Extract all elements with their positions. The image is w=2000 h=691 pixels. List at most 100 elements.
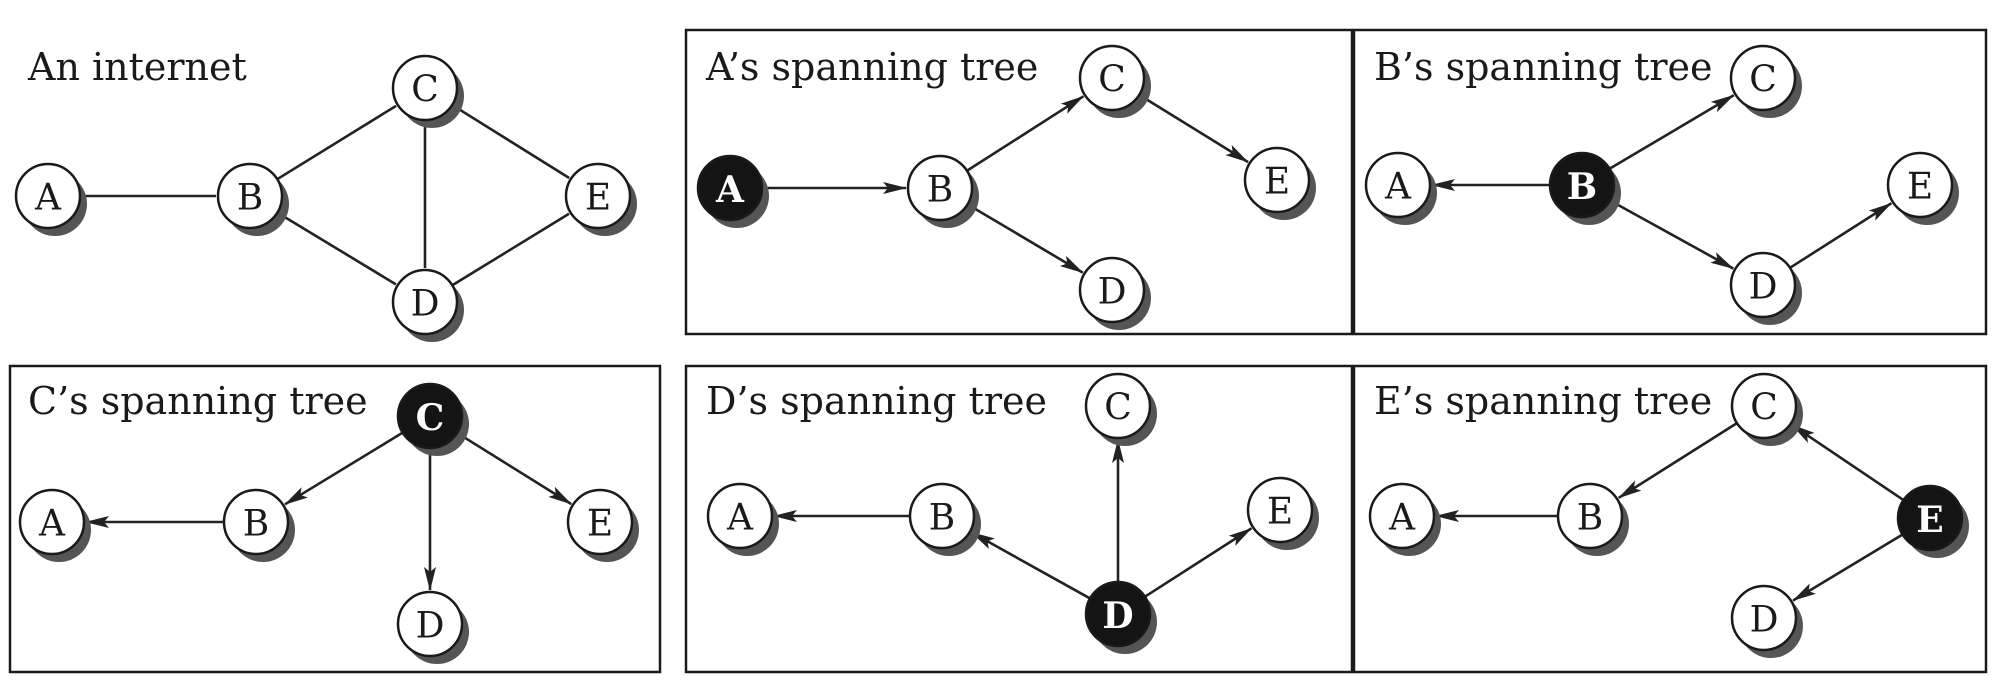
arrow-b-c [966,95,1085,172]
arrow-c-b [1617,422,1738,499]
node-a: A [14,162,87,236]
node-circle [1084,372,1152,440]
node-circle [908,482,976,550]
root-node-circle [396,382,464,450]
node-a: A [1364,151,1437,225]
arrow-b-d [1609,199,1735,270]
panel-title: E’s spanning tree [1374,379,1712,423]
node-label: B [243,504,269,545]
node-label: D [1098,272,1127,313]
arrow-d-b [970,531,1091,600]
node-label: E [587,504,613,545]
node-circle [391,54,459,122]
node-label: E [1916,499,1943,541]
arrow-b-d [966,203,1084,274]
panel-frame [1352,28,1988,336]
node-label: B [929,498,955,539]
panel-frame [684,364,1354,674]
node-circle [1078,44,1146,112]
node-circle [14,162,82,230]
node-label: D [411,284,440,325]
link-c-e [451,103,570,180]
node-b: B [1548,151,1621,225]
node-circle [396,590,464,658]
node-label: A [715,169,745,211]
node-c: C [1730,372,1803,446]
node-e: E [566,488,639,562]
node-e: E [1886,151,1959,225]
node-d: D [1729,251,1802,325]
node-b: B [1556,482,1629,556]
node-label: C [1098,60,1126,101]
node-a: A [1368,482,1441,556]
node-circle [1368,482,1436,550]
node-c: C [396,382,469,456]
root-node-circle [696,154,764,222]
arrow-e-c [1791,423,1905,502]
node-label: C [411,70,439,111]
node-a: A [706,482,779,556]
node-c: C [1084,372,1157,446]
node-circle [1246,476,1314,544]
node-a: A [696,154,769,228]
node-circle [1078,256,1146,324]
node-label: E [585,178,611,219]
node-circle [1243,146,1311,214]
link-b-d [276,211,397,286]
node-label: B [1577,498,1603,539]
arrow-c-e [1138,93,1249,164]
link-d-e [451,212,570,287]
node-a: A [18,488,91,562]
node-label: A [34,178,62,219]
node-label: B [1567,166,1597,208]
root-node-circle [1896,484,1964,552]
node-label: A [726,498,754,539]
node-label: B [237,178,263,219]
panel-title: An internet [27,45,247,89]
node-label: A [1384,167,1412,208]
node-circle [222,488,290,556]
panel-title: D’s spanning tree [706,379,1047,423]
panel-frame [1352,364,1988,674]
node-e: E [1246,476,1319,550]
node-circle [1556,482,1624,550]
arrow-d-e [1789,202,1893,269]
link-b-c [276,104,397,181]
arrow-c-b [284,431,404,506]
node-d: D [1084,580,1157,654]
node-circle [1729,251,1797,319]
node-b: B [906,154,979,228]
node-label: D [1102,595,1133,637]
node-label: D [416,606,445,647]
panel-frame [8,364,662,674]
node-label: C [1104,388,1132,429]
node-label: C [416,397,445,439]
node-circle [564,162,632,230]
node-d: D [391,268,464,342]
node-label: C [1749,60,1777,101]
node-circle [1730,372,1798,440]
node-c: C [1729,44,1802,118]
panel-title: C’s spanning tree [28,379,368,423]
node-b: B [222,488,295,562]
node-d: D [396,590,469,664]
node-e: E [1243,146,1316,220]
node-label: A [1388,498,1416,539]
node-circle [566,488,634,556]
panel-title: A’s spanning tree [705,45,1038,89]
node-circle [1729,44,1797,112]
arrow-d-e [1144,527,1253,598]
node-circle [1730,584,1798,652]
node-b: B [216,162,289,236]
node-label: D [1750,600,1779,641]
node-label: D [1749,267,1778,308]
node-circle [216,162,284,230]
